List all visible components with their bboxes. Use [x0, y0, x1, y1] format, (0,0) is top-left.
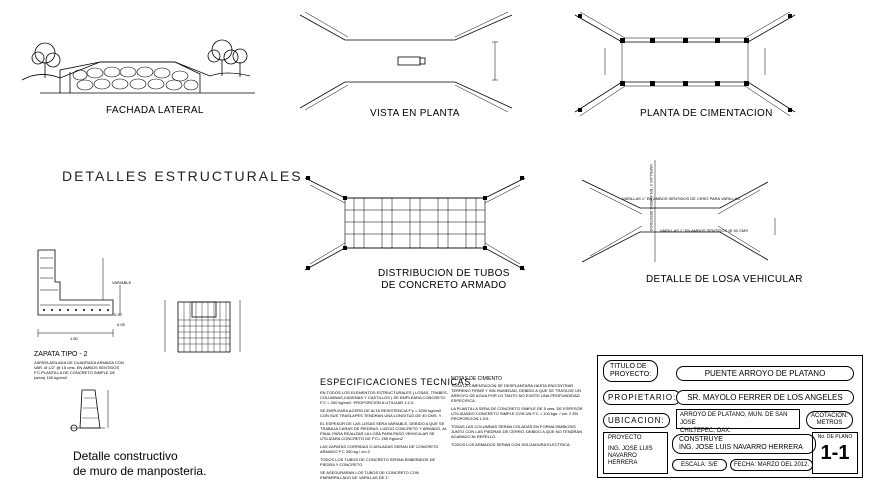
zapata-plan-drawing [164, 300, 241, 353]
cimentacion-caption: PLANTA DE CIMENTACION [640, 108, 773, 119]
zapata-dim-005: 0.05 [117, 322, 125, 327]
fachada-caption: FACHADA LATERAL [106, 105, 204, 116]
spec-paragraph: TODA LA CIMENTACION SE DESPLANTARA HASTA… [451, 383, 581, 403]
muro-caption: Detalle constructivo de muro de manposte… [73, 449, 206, 479]
zapata-detail-drawing [37, 249, 121, 337]
especificaciones-left: EN TODOS LOS ELEMENTOS ESTRUCTURALES ( L… [320, 390, 448, 480]
titulo-label-line1: TITULO DE [610, 363, 647, 370]
distribucion-tubos-drawing [304, 176, 526, 271]
ubicacion-value: ARROYO DE PLATANO, MUN. DE SAN JOSE CHIL… [676, 409, 800, 434]
proyecto-name-3: HERRERA [608, 460, 638, 466]
spec-paragraph: TODOS LOS TUBOS DE CONCRETO SERAN EMBEBI… [320, 457, 436, 467]
spec-paragraph: LA PLANTILLA SERA DE CONCRETO SIMPLE DE … [451, 406, 583, 421]
ubicacion-label: UBICACION: [603, 413, 670, 428]
notas-title: NOTAS DE CIMIENTO [451, 376, 502, 382]
zapata-dim-150: 1.50 [70, 336, 78, 341]
spec-paragraph: TODOS LOS ARMADOS SERAN CON SOLDADURA EL… [451, 442, 571, 447]
propietario-label: PROPIETARIO: [603, 390, 682, 405]
fachada-lateral-drawing [21, 39, 255, 94]
spec-paragraph: EN TODOS LOS ELEMENTOS ESTRUCTURALES ( L… [320, 390, 448, 405]
muro-detail-drawing [70, 389, 109, 432]
spec-paragraph: SE EMPLEARA ACERO DE ALTA RESISTENCIA F'… [320, 408, 442, 418]
plano-number: 1-1 [820, 442, 850, 464]
planta-cimentacion-drawing [574, 11, 796, 117]
especificaciones-right: TODA LA CIMENTACION SE DESPLANTARA HASTA… [451, 383, 583, 447]
plano-box: No. DE PLANO 1-1 [812, 432, 858, 474]
titulo-label-line2: PROYECTO: [610, 371, 652, 378]
spec-paragraph: EL ESPESOR DE LAS LOSAS SERA VARIABLE, D… [320, 421, 447, 441]
acotacion-value: METROS [816, 420, 843, 426]
vista-planta-caption: VISTA EN PLANTA [370, 108, 460, 119]
acotacion: ACOTACION: METROS [806, 411, 853, 429]
tubos-caption-line2: DE CONCRETO ARMADO [381, 280, 507, 291]
zapata-title: ZAPATA TIPO - 2 [34, 351, 88, 358]
losa-note-1: VARILLAS 1" EN AMBOS SENTIDOS DE CERO PA… [622, 196, 740, 201]
zapata-dim-variable: VARIABLE [112, 280, 132, 285]
propietario-value: SR. MAYOLO FERRER DE LOS ANGELES [676, 390, 854, 405]
spec-paragraph: LAS ZAPATAS CORRIDAS O AISLADAS SERAN DE… [320, 444, 439, 454]
titulo-value: PUENTE ARROYO DE PLATANO [676, 366, 854, 381]
zapata-note: ZAPATA AISLADA DE CUADRADA ARMADA CON VA… [34, 360, 124, 380]
ubicacion-value-line2: CHILTEPEC, OAX. [680, 428, 731, 434]
ubicacion-value-line1: ARROYO DE PLATANO, MUN. DE SAN JOSE [680, 412, 788, 426]
construye-label: CONSTRUYE [679, 436, 723, 443]
vista-planta-drawing [299, 11, 513, 113]
losa-note-2: VARILLAS 1" EN AMBOS SENTIDOS @ 30 CMS [660, 228, 748, 233]
tubos-caption-line1: DISTRIBUCION DE TUBOS [378, 268, 510, 279]
muro-caption-line2: de muro de manposteria. [73, 464, 207, 478]
acotacion-label: ACOTACION: [811, 413, 848, 419]
proyecto-box: PROYECTO ING. JOSE LUIS NAVARRO HERRERA [603, 432, 668, 474]
detalles-title: DETALLES ESTRUCTURALES [62, 168, 303, 184]
construye: CONSTRUYE ING. JOSE LUIS NAVARRO HERRERA [672, 434, 816, 454]
fecha: FECHA: MARZO DEL 2012. [730, 459, 814, 471]
especificaciones-title: ESPECIFICACIONES TECNICAS [320, 377, 471, 387]
tubos-caption: DISTRIBUCION DE TUBOS DE CONCRETO ARMADO [378, 268, 510, 292]
losa-caption: DETALLE DE LOSA VEHICULAR [646, 274, 803, 285]
escala: ESCALA: S/E [672, 459, 727, 471]
proyecto-name-1: ING. JOSE LUIS [608, 446, 653, 452]
spec-paragraph: TODAS LAS COLUMNAS SERAN COLADAS EN FORM… [451, 424, 582, 439]
construye-value: ING. JOSE LUIS NAVARRO HERRERA [679, 444, 803, 451]
plano-label: No. DE PLANO [817, 434, 853, 440]
titulo-label: TITULO DE PROYECTO: [603, 360, 659, 382]
proyecto-label: PROYECTO [608, 435, 642, 441]
losa-vehicular-drawing [581, 160, 776, 263]
proyecto-name-2: NAVARRO [608, 453, 637, 459]
spec-paragraph: SE ASEGURARAN LOS TUBOS DE CONCRETO CON … [320, 470, 419, 480]
muro-caption-line1: Detalle constructivo [73, 449, 178, 463]
zapata-dim-020: 0.20 [114, 312, 122, 317]
losa-note-3: VARILLAS 1" EN AMBOS SENTIDOS [649, 164, 654, 232]
